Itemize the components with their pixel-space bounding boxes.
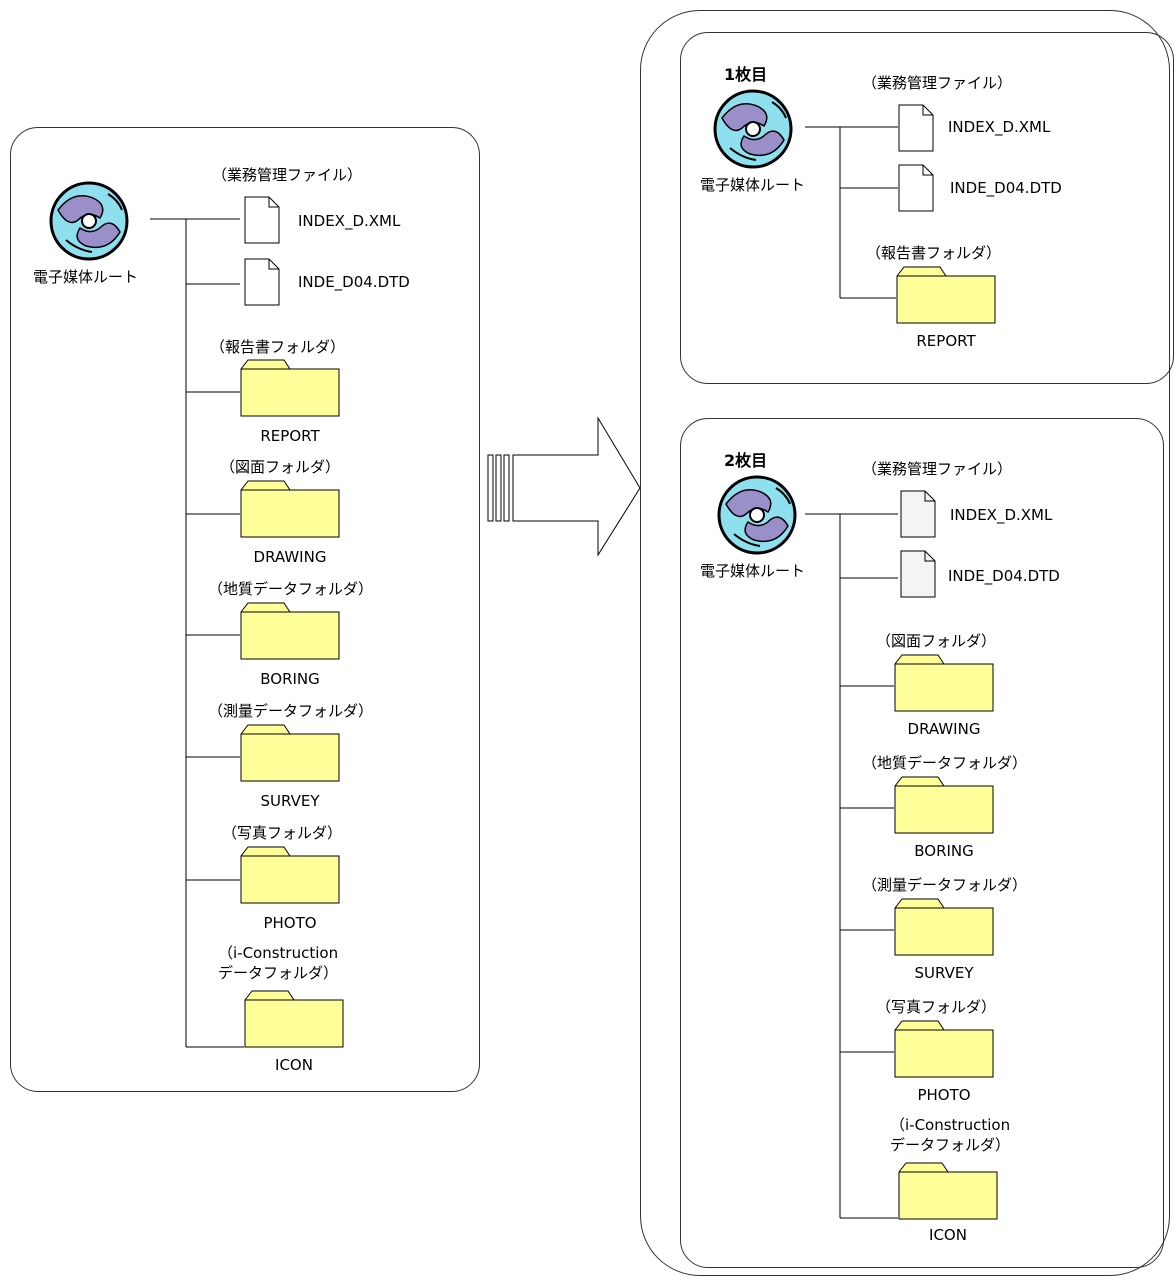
file-name: INDE_D04.DTD xyxy=(948,567,1060,585)
folder-name: BORING xyxy=(260,670,320,688)
folder-icon xyxy=(240,480,340,538)
file-name: INDEX_D.XML xyxy=(298,212,401,230)
folder-caption: （報告書フォルダ） xyxy=(866,244,1002,262)
folder-caption: （地質データフォルダ） xyxy=(862,754,1028,772)
folder-name: ICON xyxy=(275,1056,313,1074)
folder-icon xyxy=(898,1162,998,1220)
file-icon xyxy=(244,258,280,306)
folder-name: PHOTO xyxy=(917,1086,971,1104)
folder-icon xyxy=(240,359,340,417)
folder-caption: （写真フォルダ） xyxy=(876,998,997,1016)
folder-icon xyxy=(894,898,994,956)
folder-icon xyxy=(894,654,994,712)
folder-caption: （i-Construction xyxy=(218,944,339,962)
file-icon xyxy=(900,550,936,598)
folder-name: ICON xyxy=(929,1226,967,1244)
folder-icon xyxy=(240,724,340,782)
disc-icon xyxy=(717,475,797,555)
folder-caption: （i-Construction xyxy=(890,1116,1011,1134)
folder-icon xyxy=(240,846,340,904)
folder-name: BORING xyxy=(914,842,974,860)
folder-name: DRAWING xyxy=(253,548,327,566)
file-icon xyxy=(244,196,280,244)
folder-caption: データフォルダ） xyxy=(218,964,339,982)
folder-caption: （測量データフォルダ） xyxy=(862,876,1028,894)
folder-name: DRAWING xyxy=(907,720,981,738)
folder-name: REPORT xyxy=(916,332,976,350)
file-name: INDEX_D.XML xyxy=(950,506,1053,524)
file-icon xyxy=(898,104,934,152)
disc-icon xyxy=(713,89,793,169)
folder-caption: （図面フォルダ） xyxy=(220,458,341,476)
file-name: INDE_D04.DTD xyxy=(950,179,1062,197)
group-label: （業務管理ファイル） xyxy=(862,460,1013,478)
folder-caption: （報告書フォルダ） xyxy=(210,338,346,356)
root-label: 電子媒体ルート xyxy=(700,176,806,194)
file-icon xyxy=(900,490,936,538)
file-icon xyxy=(898,164,934,212)
folder-name: SURVEY xyxy=(914,964,974,982)
folder-name: SURVEY xyxy=(260,792,320,810)
root-label: 電子媒体ルート xyxy=(33,268,139,286)
disc-number-label: 1枚目 xyxy=(724,65,768,84)
file-name: INDEX_D.XML xyxy=(948,118,1051,136)
root-label: 電子媒体ルート xyxy=(700,562,806,580)
folder-icon xyxy=(240,602,340,660)
folder-caption: （写真フォルダ） xyxy=(222,824,343,842)
disc-icon xyxy=(49,181,129,261)
folder-caption: データフォルダ） xyxy=(890,1136,1011,1154)
disc1-panel xyxy=(680,32,1174,384)
group-label: （業務管理ファイル） xyxy=(862,74,1013,92)
folder-caption: （測量データフォルダ） xyxy=(208,702,374,720)
outer-panel xyxy=(640,10,1170,1276)
folder-name: PHOTO xyxy=(263,914,317,932)
folder-icon xyxy=(896,266,996,324)
folder-icon xyxy=(244,990,344,1048)
folder-icon xyxy=(894,1020,994,1078)
source-panel xyxy=(10,127,480,1092)
folder-icon xyxy=(894,776,994,834)
file-name: INDE_D04.DTD xyxy=(298,273,410,291)
folder-caption: （図面フォルダ） xyxy=(876,632,997,650)
arrow-icon xyxy=(487,416,641,557)
disc2-panel xyxy=(680,418,1164,1268)
group-label: （業務管理ファイル） xyxy=(212,166,363,184)
folder-caption: （地質データフォルダ） xyxy=(208,580,374,598)
folder-name: REPORT xyxy=(260,427,320,445)
disc-number-label: 2枚目 xyxy=(724,451,768,470)
